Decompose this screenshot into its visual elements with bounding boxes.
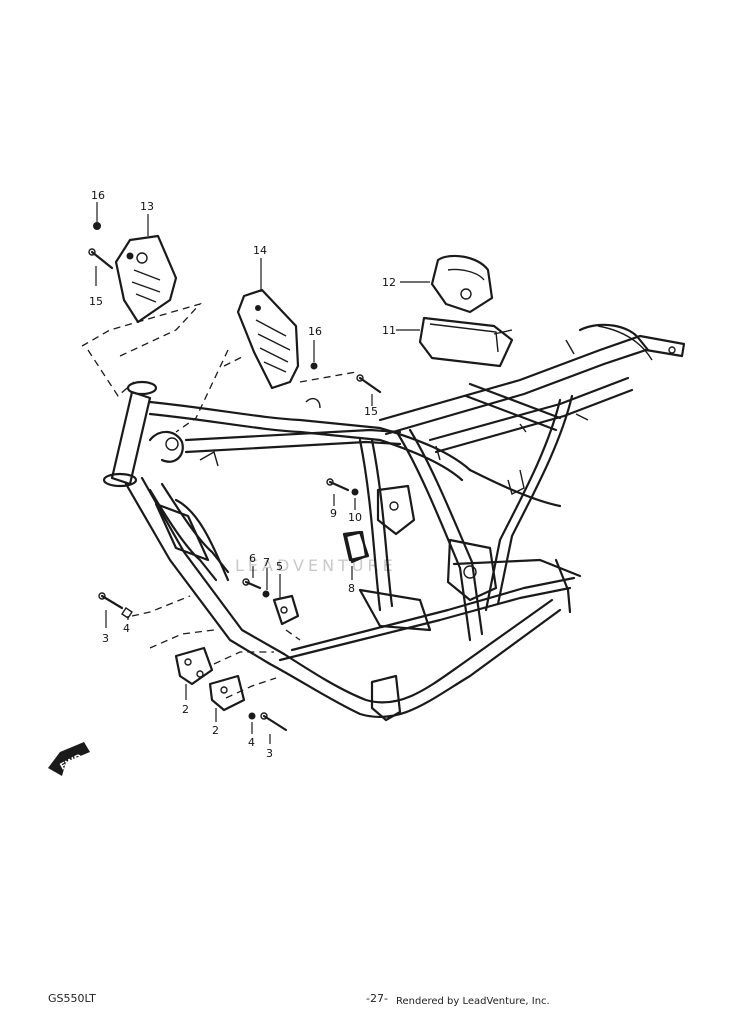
leader-lines (95, 202, 430, 744)
bolt-15b (356, 374, 382, 394)
callout-12: 12 (382, 276, 396, 289)
page-number: -27- (366, 992, 388, 1005)
plate-2a (174, 646, 214, 686)
part-11-tray (418, 316, 514, 368)
callout-13: 13 (140, 200, 154, 213)
plate-2b (208, 674, 246, 712)
bolt-3a (98, 592, 124, 610)
callout-16-lower: 16 (308, 325, 322, 338)
fwd-arrow-icon: FWD (48, 742, 90, 776)
bolt-9 (326, 478, 350, 492)
bolt-6 (242, 578, 262, 590)
callout-16-upper: 16 (91, 189, 105, 202)
callout-14: 14 (253, 244, 267, 257)
callout-2-left: 2 (182, 703, 189, 716)
callout-6: 6 (249, 552, 256, 565)
callout-10: 10 (348, 511, 362, 524)
bolt-3b (260, 712, 288, 732)
bolt-16a (93, 222, 101, 230)
bolt-16b (310, 362, 318, 370)
callout-9: 9 (330, 507, 337, 520)
callout-8: 8 (348, 582, 355, 595)
callout-5: 5 (276, 560, 283, 573)
callout-7: 7 (263, 556, 270, 569)
rendered-by-credit: Rendered by LeadVenture, Inc. (396, 996, 550, 1007)
part-12-cap (430, 254, 494, 314)
washer-4b (248, 712, 256, 720)
callout-2-right: 2 (212, 724, 219, 737)
plate-5 (272, 594, 300, 626)
callout-11: 11 (382, 324, 396, 337)
washer-7 (262, 590, 270, 598)
callout-15-lower: 15 (364, 405, 378, 418)
callout-labels: 16 13 15 14 16 15 12 11 9 10 8 6 7 5 3 4… (89, 189, 396, 760)
callout-4-right: 4 (248, 736, 255, 749)
washer-10 (351, 488, 359, 496)
bolt-15a (88, 248, 114, 270)
part-14-cover (236, 288, 300, 390)
washer-4a (121, 607, 133, 619)
model-code: GS550LT (48, 992, 96, 1005)
plate-8 (344, 530, 368, 564)
callout-4-left: 4 (123, 622, 130, 635)
callout-3-left: 3 (102, 632, 109, 645)
assembly-lines (81, 302, 357, 699)
callout-15-upper: 15 (89, 295, 103, 308)
callout-3-right: 3 (266, 747, 273, 760)
part-13-cover (114, 234, 178, 324)
